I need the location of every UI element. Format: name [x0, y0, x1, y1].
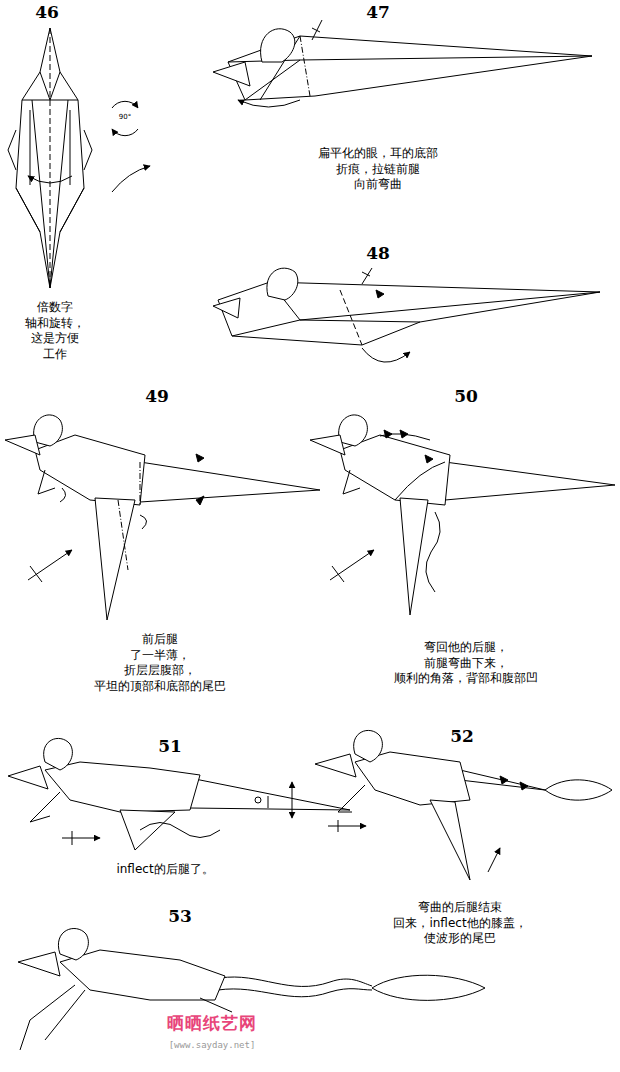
watermark-url: [www.sayday.net]: [169, 1040, 256, 1052]
step-note: 倍数字 轴和旋转， 这是方便 工作: [25, 300, 85, 362]
text-line: 前腿弯曲下来，: [394, 656, 538, 672]
step-note: 弯回他的后腿， 前腿弯曲下来， 顺利的角落，背部和腹部凹: [394, 640, 538, 687]
step-note: inflect的后腿了。: [116, 862, 213, 878]
step-50-figure: [310, 415, 615, 615]
step-number: 46: [35, 2, 59, 22]
text-line: 50: [454, 386, 478, 406]
step-47-figure: [213, 20, 592, 107]
step-number: 51: [158, 736, 182, 756]
step-number: 48: [366, 243, 390, 263]
text-line: 工作: [25, 347, 85, 363]
text-line: 52: [450, 726, 474, 746]
text-line: 90°: [119, 114, 131, 121]
step-number: 53: [168, 906, 192, 926]
step-number: 50: [454, 386, 478, 406]
step-number: 52: [450, 726, 474, 746]
text-line: 轴和旋转，: [25, 316, 85, 332]
text-line: 晒晒纸艺网: [167, 1012, 257, 1034]
text-line: 折层层腹部，: [94, 663, 226, 679]
text-line: [www.sayday.net]: [169, 1040, 256, 1052]
text-line: 顺利的角落，背部和腹部凹: [394, 671, 538, 687]
step-48-figure: [213, 268, 600, 362]
step-49-figure: [5, 415, 320, 620]
step-53-figure: [18, 928, 485, 1050]
text-line: 向前弯曲: [318, 177, 438, 193]
text-line: 47: [366, 2, 390, 22]
text-line: 48: [366, 243, 390, 263]
step-46-figure: [8, 28, 92, 288]
text-line: inflect的后腿了。: [116, 862, 213, 878]
text-line: 前后腿: [94, 632, 226, 648]
text-line: 弯曲的后腿结束: [393, 900, 526, 916]
text-line: 这是方便: [25, 331, 85, 347]
text-line: 46: [35, 2, 59, 22]
step-number: 49: [145, 386, 169, 406]
watermark: 晒晒纸艺网: [167, 1012, 257, 1034]
text-line: 53: [168, 906, 192, 926]
text-line: 回来，inflect他的膝盖，: [393, 916, 526, 932]
step-note: 扁平化的眼，耳的底部 折痕，拉链前腿 向前弯曲: [318, 146, 438, 193]
text-line: 倍数字: [25, 300, 85, 316]
rotate-symbol: [112, 101, 150, 192]
step-note: 弯曲的后腿结束 回来，inflect他的膝盖， 使波形的尾巴: [393, 900, 526, 947]
text-line: 扁平化的眼，耳的底部: [318, 146, 438, 162]
step-note: 前后腿 了一半薄， 折层层腹部， 平坦的顶部和底部的尾巴: [94, 632, 226, 694]
text-line: 使波形的尾巴: [393, 931, 526, 947]
step-number: 47: [366, 2, 390, 22]
text-line: 51: [158, 736, 182, 756]
text-line: 弯回他的后腿，: [394, 640, 538, 656]
text-line: 49: [145, 386, 169, 406]
text-line: 折痕，拉链前腿: [318, 162, 438, 178]
text-line: 了一半薄，: [94, 648, 226, 664]
step-52-figure: [315, 730, 612, 880]
rotation-angle: 90°: [119, 114, 131, 121]
text-line: 平坦的顶部和底部的尾巴: [94, 679, 226, 695]
